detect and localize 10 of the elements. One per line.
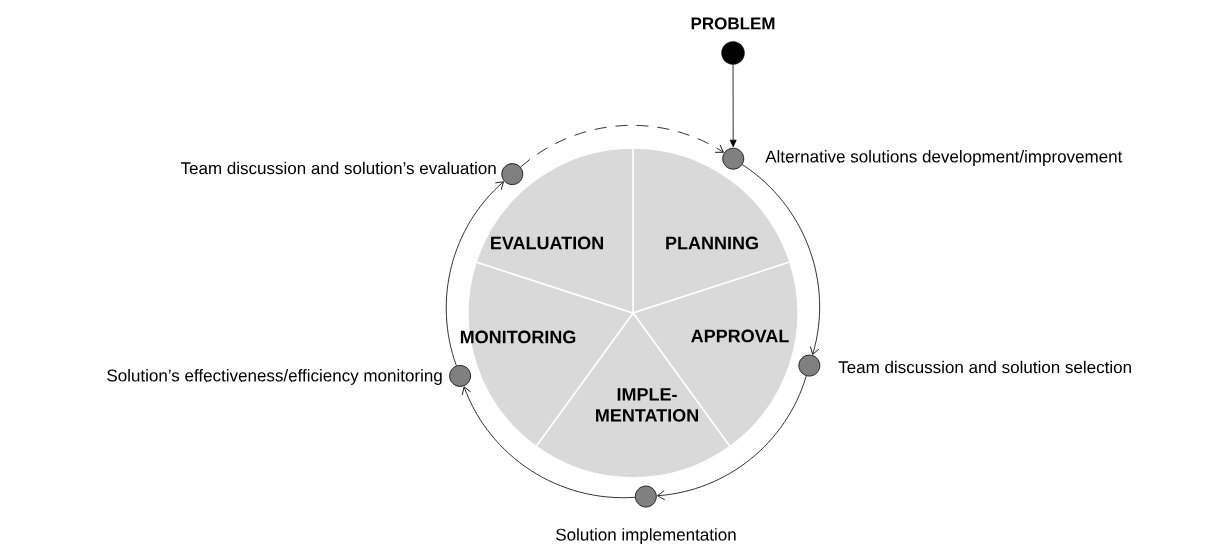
step-label: Solution implementation [556,528,736,545]
arrow [657,375,807,501]
arrow [729,64,737,148]
arrow [741,164,820,355]
arrow [461,386,636,498]
arrow [520,125,724,168]
step-label: Team discussion and solution selection [838,360,1131,374]
arrow [446,181,504,367]
start-label: PROBLEM [691,17,775,30]
step-label: Solution’s effectiveness/efficiency monitoring [107,369,442,385]
